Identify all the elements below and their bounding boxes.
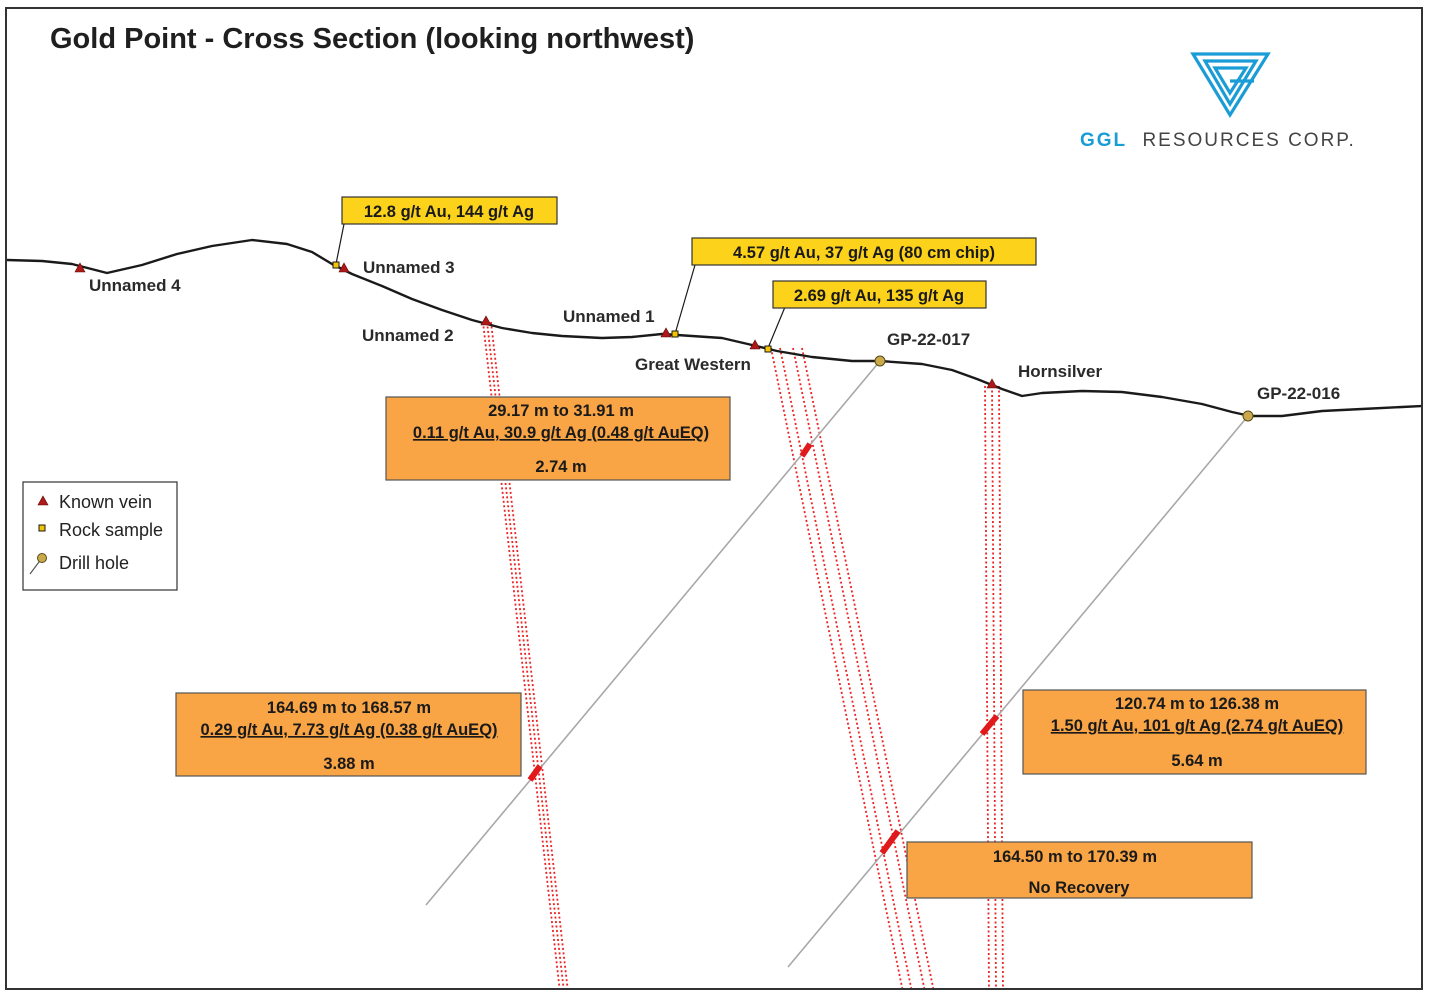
vein-trace-hornsilver bbox=[984, 385, 1004, 988]
callout-leaders bbox=[335, 223, 786, 349]
map-frame: Gold Point - Cross Section (looking nort… bbox=[5, 7, 1423, 990]
vein-marker-unnamed-3 bbox=[338, 262, 350, 273]
rock-sample-2 bbox=[671, 330, 679, 338]
intercept-mark-2 bbox=[527, 764, 543, 782]
square-icon bbox=[38, 524, 46, 532]
triangle-icon bbox=[37, 495, 49, 506]
intercept-callout-4: 164.50 m to 170.39 m No Recovery bbox=[906, 841, 1253, 899]
label-unnamed-3: Unnamed 3 bbox=[363, 258, 455, 277]
logo-brand: GGL bbox=[1080, 130, 1127, 151]
legend-item-drill-hole: Drill hole bbox=[29, 553, 129, 575]
rock-sample-markers bbox=[332, 261, 772, 353]
vein-marker-great-western bbox=[749, 339, 761, 350]
intercept-mark-1 bbox=[799, 442, 813, 458]
known-vein-markers bbox=[74, 262, 998, 389]
intercept-interval: 120.74 m to 126.38 m bbox=[1115, 695, 1279, 713]
rock-sample-callout-text: 12.8 g/t Au, 144 g/t Ag bbox=[364, 203, 534, 221]
label-unnamed-2: Unnamed 2 bbox=[362, 326, 454, 345]
intercept-interval: 29.17 m to 31.91 m bbox=[488, 402, 634, 420]
rock-sample-1 bbox=[332, 261, 340, 269]
intercept-mark-3 bbox=[979, 714, 1000, 736]
legend-label: Rock sample bbox=[59, 520, 163, 540]
drill-collars bbox=[874, 355, 1254, 422]
intercept-marks bbox=[527, 442, 1000, 855]
topography-profile bbox=[7, 238, 1421, 418]
intercept-grade: 0.11 g/t Au, 30.9 g/t Ag (0.48 g/t AuEQ) bbox=[413, 424, 709, 442]
rock-sample-callout-3: 2.69 g/t Au, 135 g/t Ag bbox=[772, 280, 987, 309]
logo-resources-corp: RESOURCES CORP. bbox=[1142, 130, 1355, 151]
label-unnamed-1: Unnamed 1 bbox=[563, 307, 655, 326]
vein-marker-unnamed-2 bbox=[480, 315, 492, 326]
intercept-mark-4 bbox=[879, 829, 901, 855]
label-unnamed-4: Unnamed 4 bbox=[89, 276, 181, 295]
legend-item-rock-sample: Rock sample bbox=[38, 520, 163, 540]
drill-collar-gp-22-016 bbox=[1242, 410, 1254, 422]
vein-marker-hornsilver bbox=[986, 378, 998, 389]
intercept-grade: 1.50 g/t Au, 101 g/t Ag (2.74 g/t AuEQ) bbox=[1051, 717, 1343, 735]
feature-labels: Unnamed 4 Unnamed 3 Unnamed 2 Unnamed 1 … bbox=[89, 258, 1340, 403]
intercept-interval: 164.69 m to 168.57 m bbox=[267, 699, 431, 717]
intercept-grade: 0.29 g/t Au, 7.73 g/t Ag (0.38 g/t AuEQ) bbox=[200, 721, 497, 739]
page-title: Gold Point - Cross Section (looking nort… bbox=[50, 23, 694, 55]
rock-sample-callouts: 12.8 g/t Au, 144 g/t Ag 4.57 g/t Au, 37 … bbox=[341, 196, 1037, 309]
label-hornsilver: Hornsilver bbox=[1018, 362, 1102, 381]
intercept-interval: 164.50 m to 170.39 m bbox=[993, 848, 1157, 866]
intercept-width: 3.88 m bbox=[323, 755, 374, 773]
intercept-callout-1: 29.17 m to 31.91 m 0.11 g/t Au, 30.9 g/t… bbox=[385, 396, 731, 481]
ggl-chevron-icon bbox=[1190, 52, 1271, 119]
label-gp-22-016: GP-22-016 bbox=[1257, 384, 1340, 403]
drill-trace-gp-22-016 bbox=[787, 415, 1249, 968]
ggl-logo: GGL RESOURCES CORP. bbox=[1080, 52, 1356, 151]
vein-marker-unnamed-4 bbox=[74, 262, 86, 273]
rock-sample-callout-text: 2.69 g/t Au, 135 g/t Ag bbox=[794, 287, 964, 305]
svg-text:GGL RESOURCES CORP.: GGL RESOURCES CORP. bbox=[1080, 130, 1356, 151]
legend-label: Drill hole bbox=[59, 553, 129, 573]
rock-sample-3 bbox=[764, 345, 772, 353]
cross-section-diagram: Gold Point - Cross Section (looking nort… bbox=[7, 23, 1421, 988]
drill-collar-gp-22-017 bbox=[874, 355, 886, 367]
legend-label: Known vein bbox=[59, 492, 152, 512]
intercept-callouts: 29.17 m to 31.91 m 0.11 g/t Au, 30.9 g/t… bbox=[175, 396, 1367, 899]
label-great-western: Great Western bbox=[635, 355, 751, 374]
intercept-width: 5.64 m bbox=[1171, 752, 1222, 770]
intercept-result: No Recovery bbox=[1029, 879, 1131, 897]
intercept-callout-2: 164.69 m to 168.57 m 0.29 g/t Au, 7.73 g… bbox=[175, 692, 522, 777]
vein-marker-unnamed-1 bbox=[660, 327, 672, 338]
rock-sample-callout-2: 4.57 g/t Au, 37 g/t Ag (80 cm chip) bbox=[691, 237, 1037, 266]
rock-sample-callout-1: 12.8 g/t Au, 144 g/t Ag bbox=[341, 196, 558, 225]
legend: Known vein Rock sample Drill hole bbox=[22, 481, 178, 591]
drill-hole-icon bbox=[29, 553, 47, 575]
label-gp-22-017: GP-22-017 bbox=[887, 330, 970, 349]
intercept-width: 2.74 m bbox=[535, 458, 586, 476]
intercept-callout-3: 120.74 m to 126.38 m 1.50 g/t Au, 101 g/… bbox=[1022, 689, 1367, 775]
rock-sample-callout-text: 4.57 g/t Au, 37 g/t Ag (80 cm chip) bbox=[733, 244, 995, 262]
legend-item-known-vein: Known vein bbox=[37, 492, 152, 512]
